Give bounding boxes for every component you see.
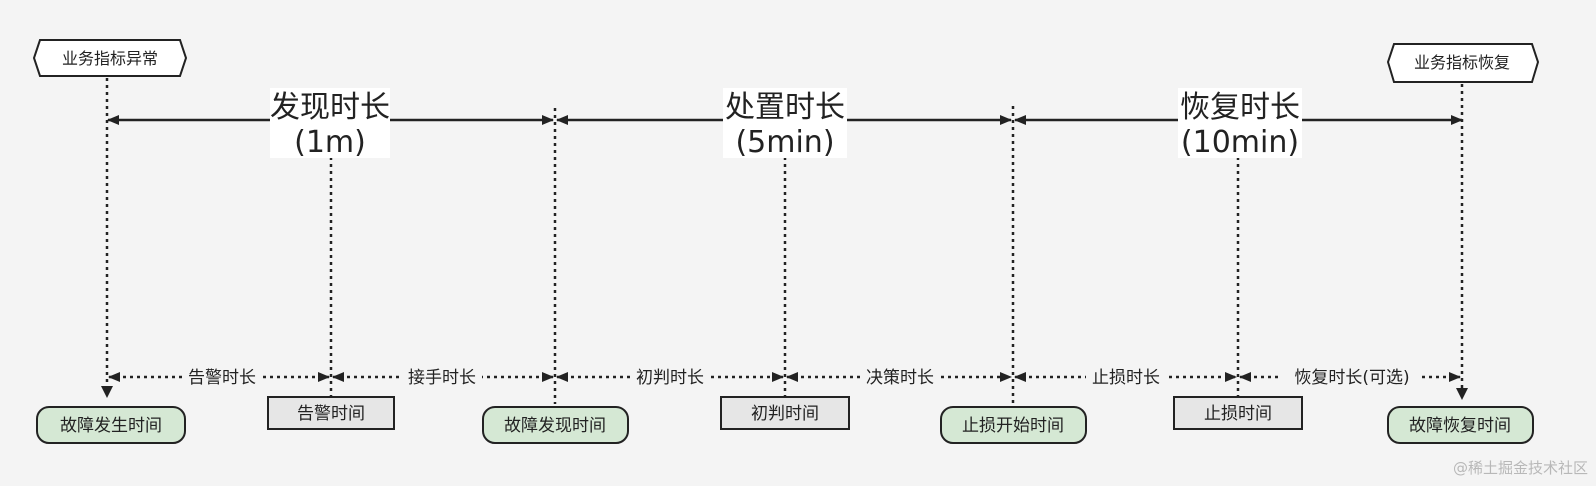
end-tag-label: 业务指标恢复: [1414, 53, 1510, 72]
event-label: 故障恢复时间: [1409, 416, 1511, 436]
guide-lines: [105, 78, 1464, 404]
incident-start-down-arrow: [101, 386, 113, 398]
phase-title: 处置时长: [725, 90, 845, 125]
phase-label-recovery: 恢复时长 (10min): [1178, 88, 1302, 160]
event-label: 告警时间: [297, 404, 365, 424]
phase-duration: (1m): [294, 125, 366, 160]
segment-label: 恢复时长(可选): [1294, 368, 1409, 388]
event-box-diagnosis: 初判时间: [720, 396, 850, 430]
watermark: @稀土掘金技术社区: [1453, 459, 1588, 477]
phase-title: 恢复时长: [1180, 90, 1300, 125]
segment-label: 决策时长: [866, 368, 934, 388]
start-tag-label: 业务指标异常: [62, 49, 158, 68]
event-label: 止损时间: [1204, 404, 1272, 424]
segment-label: 初判时长: [636, 368, 704, 388]
segment-label: 告警时长: [188, 368, 256, 388]
segment-label: 接手时长: [408, 368, 476, 388]
phase-label-handling: 处置时长 (5min): [723, 88, 847, 160]
recovery-down-arrow: [1456, 388, 1468, 400]
event-box-recovery: 故障恢复时间: [1387, 406, 1534, 444]
phase-duration: (5min): [735, 125, 834, 160]
event-box-discovery: 故障发现时间: [482, 406, 629, 444]
phase-title: 发现时长: [270, 90, 390, 125]
phase-label-discovery: 发现时长 (1m): [270, 88, 390, 160]
event-label: 初判时间: [751, 404, 819, 424]
event-box-incident-start: 故障发生时间: [36, 406, 186, 444]
event-label: 故障发现时间: [504, 416, 606, 436]
phase-duration: (10min): [1181, 125, 1299, 160]
event-box-mitigated: 止损时间: [1173, 396, 1303, 430]
event-box-alert: 告警时间: [267, 396, 395, 430]
segment-labels: 告警时长 接手时长 初判时长 决策时长 止损时长 恢复时长(可选): [182, 366, 1422, 388]
event-label: 止损开始时间: [962, 416, 1064, 436]
segment-label: 止损时长: [1092, 368, 1160, 388]
start-tag: 业务指标异常: [32, 39, 188, 77]
event-label: 故障发生时间: [60, 416, 162, 436]
end-tag: 业务指标恢复: [1386, 43, 1540, 83]
event-box-mitigation-start: 止损开始时间: [940, 406, 1087, 444]
